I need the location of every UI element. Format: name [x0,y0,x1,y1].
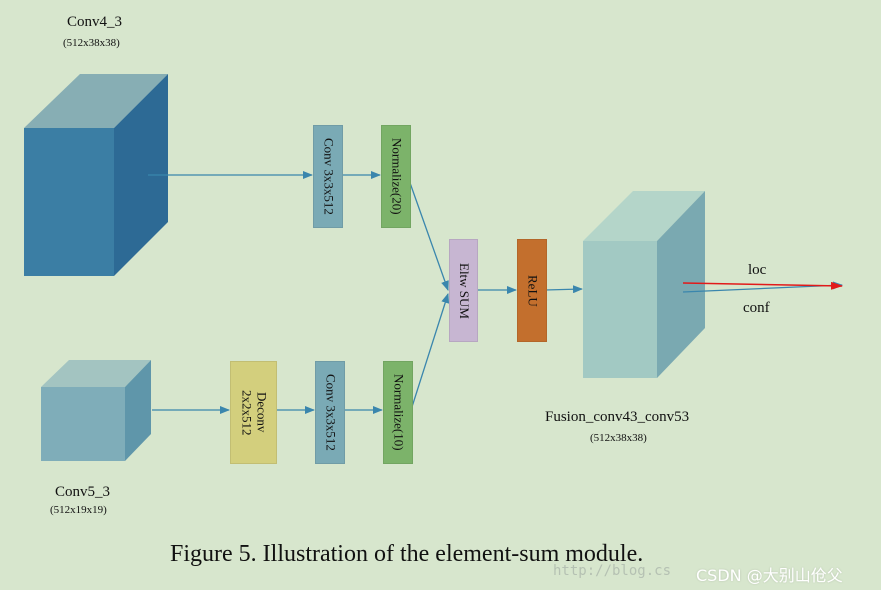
relu-label: ReLU [525,274,541,307]
top-conv-layer: Conv 3x3x512 [313,125,343,228]
fusion-cube-front [583,241,657,378]
url-watermark: http://blog.cs [553,563,672,579]
bottom-deconv-line1: Deconv [254,392,270,433]
bottom-normalize-label: Normalize(10) [391,374,407,451]
arrow-loc [682,281,843,290]
conv4-3-cube [24,74,168,276]
conv4-3-dims: (512x38x38) [63,37,120,49]
arrow-norm-top-to-eltw [408,179,449,291]
conv5-3-dims: (512x19x19) [50,504,107,516]
conv4-3-cube-top [24,74,168,128]
eltw-sum-layer: Eltw SUM [449,239,478,342]
conv5-3-cube-front [41,387,125,461]
conv5-3-cube-side [125,360,151,461]
figure-caption: Figure 5. Illustration of the element-su… [170,541,644,567]
conv5-3-cube-top [41,360,151,387]
top-normalize-label: Normalize(20) [389,138,405,215]
bottom-normalize-layer: Normalize(10) [383,361,413,464]
top-normalize-layer: Normalize(20) [381,125,411,228]
arrow-norm-bottom-to-eltw [410,293,450,411]
conv5-3-title: Conv5_3 [55,484,111,500]
bottom-conv-label: Conv 3x3x512 [323,374,339,451]
fusion-cube-top [583,191,705,241]
conf-label: conf [743,300,770,316]
conv4-3-title: Conv4_3 [67,14,123,30]
top-conv-label: Conv 3x3x512 [321,138,337,215]
relu-layer: ReLU [517,239,547,342]
csdn-watermark: CSDN @大别山伧父 [696,566,843,585]
eltw-sum-label: Eltw SUM [456,262,472,319]
conv4-3-cube-side [114,74,168,276]
bottom-conv-layer: Conv 3x3x512 [315,361,345,464]
conv4-3-cube-front [24,128,114,276]
fusion-dims: (512x38x38) [590,432,647,444]
fusion-title: Fusion_conv43_conv53 [545,409,690,425]
arrow-relu-to-fusion [544,285,583,294]
loc-label: loc [748,262,767,278]
conv5-3-cube [41,360,151,461]
bottom-deconv-line2: 2x2x512 [239,389,255,436]
fusion-cube-side [657,191,705,378]
fusion-cube [583,191,705,378]
